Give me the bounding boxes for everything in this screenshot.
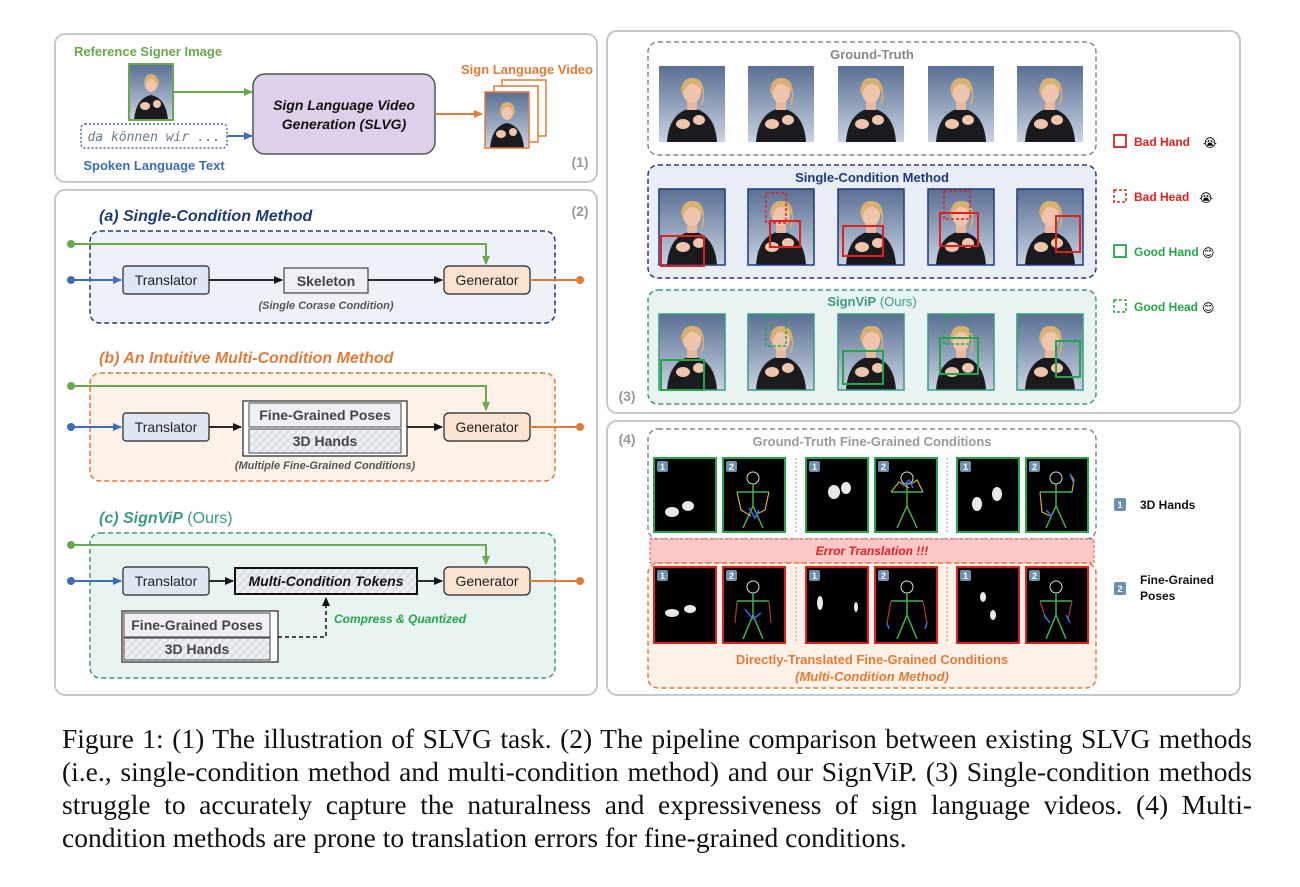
- method-b-hands-box: [248, 428, 402, 454]
- method-b-translator-label: Translator: [135, 419, 198, 435]
- panel-1-number: (1): [571, 154, 588, 170]
- slvg-line-2: Generation (SLVG): [282, 116, 407, 132]
- svg-text:1: 1: [963, 462, 968, 472]
- legend-fine-grained-line1: Fine-Grained: [1140, 573, 1214, 587]
- skeleton-label: Skeleton: [297, 273, 355, 289]
- legend-good-hand: Good Hand: [1134, 245, 1199, 259]
- method-c-poses-box: [123, 612, 271, 638]
- method-a-generator-label: Generator: [455, 272, 518, 288]
- method-a-title: (a) Single-Condition Method: [99, 208, 314, 225]
- svg-text:2: 2: [1032, 571, 1037, 581]
- panel-4: (4) Ground-Truth Fine-Grained Conditions…: [606, 420, 1241, 696]
- method-a-ref-arrow: [71, 243, 490, 265]
- gt-conditions-label: Ground-Truth Fine-Grained Conditions: [752, 434, 991, 449]
- svg-text:1: 1: [812, 571, 817, 581]
- gt-condition-frames: 1 2 1 2: [653, 457, 1089, 533]
- method-b-generator-label: Generator: [455, 419, 518, 435]
- method-c-hands-box: [123, 637, 271, 661]
- legend-badge-1: [1114, 498, 1126, 511]
- svg-text:2: 2: [729, 462, 734, 472]
- legend-bad-head: Bad Head: [1134, 190, 1189, 204]
- panel-4-legend: 1 3D Hands 2 Fine-Grained Poses: [1114, 498, 1214, 603]
- svg-text:1: 1: [660, 571, 665, 581]
- compress-label: Compress & Quantized: [334, 612, 467, 626]
- svg-text:2: 2: [881, 462, 886, 472]
- spoken-text-value: da können wir ...: [87, 130, 220, 145]
- multi-condition-tokens-box: [234, 567, 418, 595]
- legend-bad-hand-swatch: [1113, 134, 1127, 148]
- method-c-generator-label: Generator: [455, 573, 518, 589]
- direct-conditions-sublabel: (Multi-Condition Method): [795, 669, 949, 684]
- single-condition-label: Single-Condition Method: [795, 170, 949, 185]
- legend-fine-grained-line2: Poses: [1140, 589, 1176, 603]
- legend-bad-head-emoji: 😭: [1199, 191, 1213, 205]
- method-b-poses-label: Fine-Grained Poses: [259, 407, 391, 423]
- error-translation-bar: [649, 538, 1095, 564]
- panel-1: Reference Signer Image da können wir ...…: [54, 33, 598, 183]
- method-b-poses-box: [248, 402, 402, 428]
- method-a-translator-label: Translator: [135, 272, 198, 288]
- figure-caption: Figure 1: (1) The illustration of SLVG t…: [62, 723, 1252, 853]
- error-translation-label: Error Translation !!!: [816, 544, 928, 558]
- ground-truth-frames: [659, 66, 1083, 142]
- signvip-label: SignViP (Ours): [827, 294, 916, 309]
- svg-text:2: 2: [881, 571, 886, 581]
- legend-good-head: Good Head: [1134, 300, 1198, 314]
- multi-condition-tokens-label: Multi-Condition Tokens: [248, 573, 403, 589]
- legend-good-hand-emoji: 😊: [1202, 246, 1215, 260]
- direct-condition-frames: 1 2 1 2: [653, 566, 1089, 644]
- method-c-hands-label: 3D Hands: [165, 641, 230, 657]
- method-c-translator-label: Translator: [135, 573, 198, 589]
- figure-canvas: Reference Signer Image da können wir ...…: [54, 30, 1241, 696]
- ground-truth-label: Ground-Truth: [830, 47, 914, 62]
- legend-badge-2: [1114, 582, 1126, 595]
- legend-good-hand-swatch: [1113, 244, 1127, 258]
- svg-text:1: 1: [963, 571, 968, 581]
- legend-good-head-swatch: [1113, 299, 1127, 313]
- panel-4-number: (4): [618, 431, 635, 447]
- method-c-title: (c) SignViP (Ours): [99, 510, 233, 527]
- reference-signer-image: [128, 63, 174, 121]
- method-b-hands-label: 3D Hands: [293, 433, 358, 449]
- legend-3d-hands: 3D Hands: [1140, 498, 1196, 512]
- svg-text:1: 1: [1117, 500, 1122, 510]
- slvg-box: [252, 73, 436, 155]
- sign-language-video-label: Sign Language Video: [461, 62, 593, 77]
- method-b-title: (b) An Intuitive Multi-Condition Method: [99, 350, 395, 367]
- panel-3-number: (3): [618, 388, 635, 404]
- reference-signer-label: Reference Signer Image: [74, 44, 222, 59]
- multi-condition-note: (Multiple Fine-Grained Conditions): [235, 460, 416, 472]
- signvip-frames: [658, 313, 1084, 391]
- svg-text:1: 1: [660, 462, 665, 472]
- svg-text:1: 1: [812, 462, 817, 472]
- direct-conditions-label: Directly-Translated Fine-Grained Conditi…: [736, 652, 1008, 667]
- single-condition-frames: [658, 188, 1084, 267]
- spoken-language-label: Spoken Language Text: [83, 158, 225, 173]
- video-stack: [484, 79, 547, 149]
- slvg-line-1: Sign Language Video: [273, 97, 415, 113]
- svg-text:2: 2: [1032, 462, 1037, 472]
- single-condition-note: (Single Corase Condition): [258, 300, 393, 312]
- skeleton-box: [283, 267, 369, 294]
- compress-arrow: [278, 597, 330, 638]
- legend-bad-hand-emoji: 😭: [1203, 136, 1217, 150]
- panel-2-number: (2): [571, 203, 588, 219]
- legend-bad-head-swatch: [1113, 189, 1127, 203]
- panel-3: (3) Ground-Truth Single-Condition Method: [606, 30, 1241, 414]
- panel-2: (2) (a) Single-Condition Method Translat…: [54, 189, 598, 696]
- svg-text:2: 2: [729, 571, 734, 581]
- legend-bad-hand: Bad Hand: [1134, 135, 1190, 149]
- panel-3-legend: Bad Hand 😭 Bad Head 😭 Good Hand 😊 Good H…: [1113, 134, 1217, 315]
- method-c-poses-label: Fine-Grained Poses: [131, 617, 263, 633]
- svg-text:2: 2: [1117, 584, 1122, 594]
- legend-good-head-emoji: 😊: [1202, 301, 1215, 315]
